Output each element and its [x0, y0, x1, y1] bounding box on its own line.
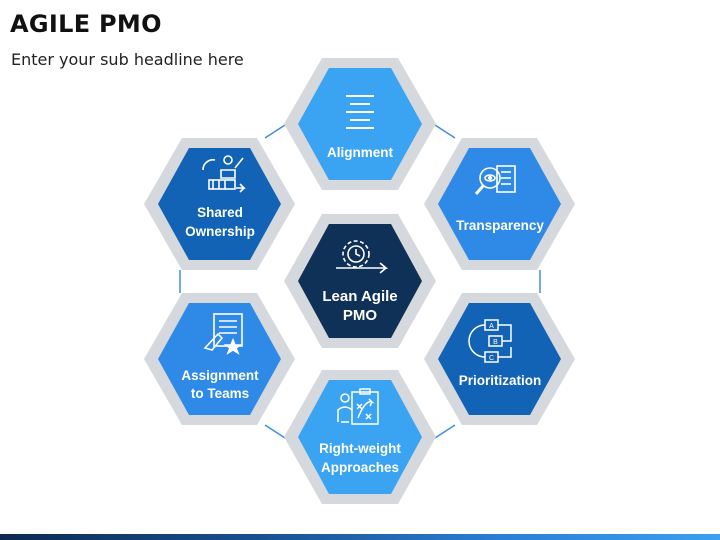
hex-assignment-to-teams: Assignment to Teams: [144, 293, 295, 425]
page-title: AGILE PMO: [10, 10, 162, 38]
hex-right-weight-label-1: Right-weight: [319, 441, 401, 456]
abc-letters: A B C: [489, 323, 498, 362]
clipboard-strategy-icon: [337, 388, 379, 425]
hex-alignment: Alignment: [284, 58, 436, 190]
hex-assignment-label-2: to Teams: [191, 386, 249, 401]
hex-center-label-2: PMO: [343, 307, 378, 324]
magnifier-document-icon: [474, 165, 516, 195]
hex-center-label-1: Lean Agile: [322, 288, 397, 305]
hex-center-lean-agile-pmo: Lean Agile PMO: [284, 214, 436, 348]
hex-alignment-label: Alignment: [327, 145, 394, 160]
hex-shared-ownership-label-2: Ownership: [185, 224, 255, 239]
hex-shared-ownership-label-1: Shared: [197, 205, 243, 220]
abc-flow-icon: [468, 319, 512, 363]
hex-right-weight-label-2: Approaches: [321, 460, 399, 475]
presenter-team-icon: [202, 155, 246, 193]
hex-right-weight-approaches: Right-weight Approaches: [284, 370, 436, 504]
connector-lines: [179, 124, 541, 439]
hex-prioritization: A B C Prioritization: [424, 293, 575, 425]
gear-clock-arrow-icon: [336, 240, 389, 274]
page-subtitle: Enter your sub headline here: [11, 50, 244, 69]
svg-text:C: C: [489, 355, 494, 362]
bottom-accent-bar: [0, 534, 720, 540]
hex-shared-ownership: Shared Ownership: [144, 138, 295, 270]
align-lines-icon: [346, 95, 374, 129]
svg-text:B: B: [493, 339, 498, 346]
checklist-hand-icon: [203, 313, 243, 355]
hex-transparency-label: Transparency: [456, 218, 544, 233]
hex-assignment-label-1: Assignment: [181, 368, 259, 383]
svg-text:A: A: [489, 323, 494, 330]
hex-prioritization-label: Prioritization: [459, 373, 542, 388]
hex-transparency: Transparency: [424, 138, 575, 270]
